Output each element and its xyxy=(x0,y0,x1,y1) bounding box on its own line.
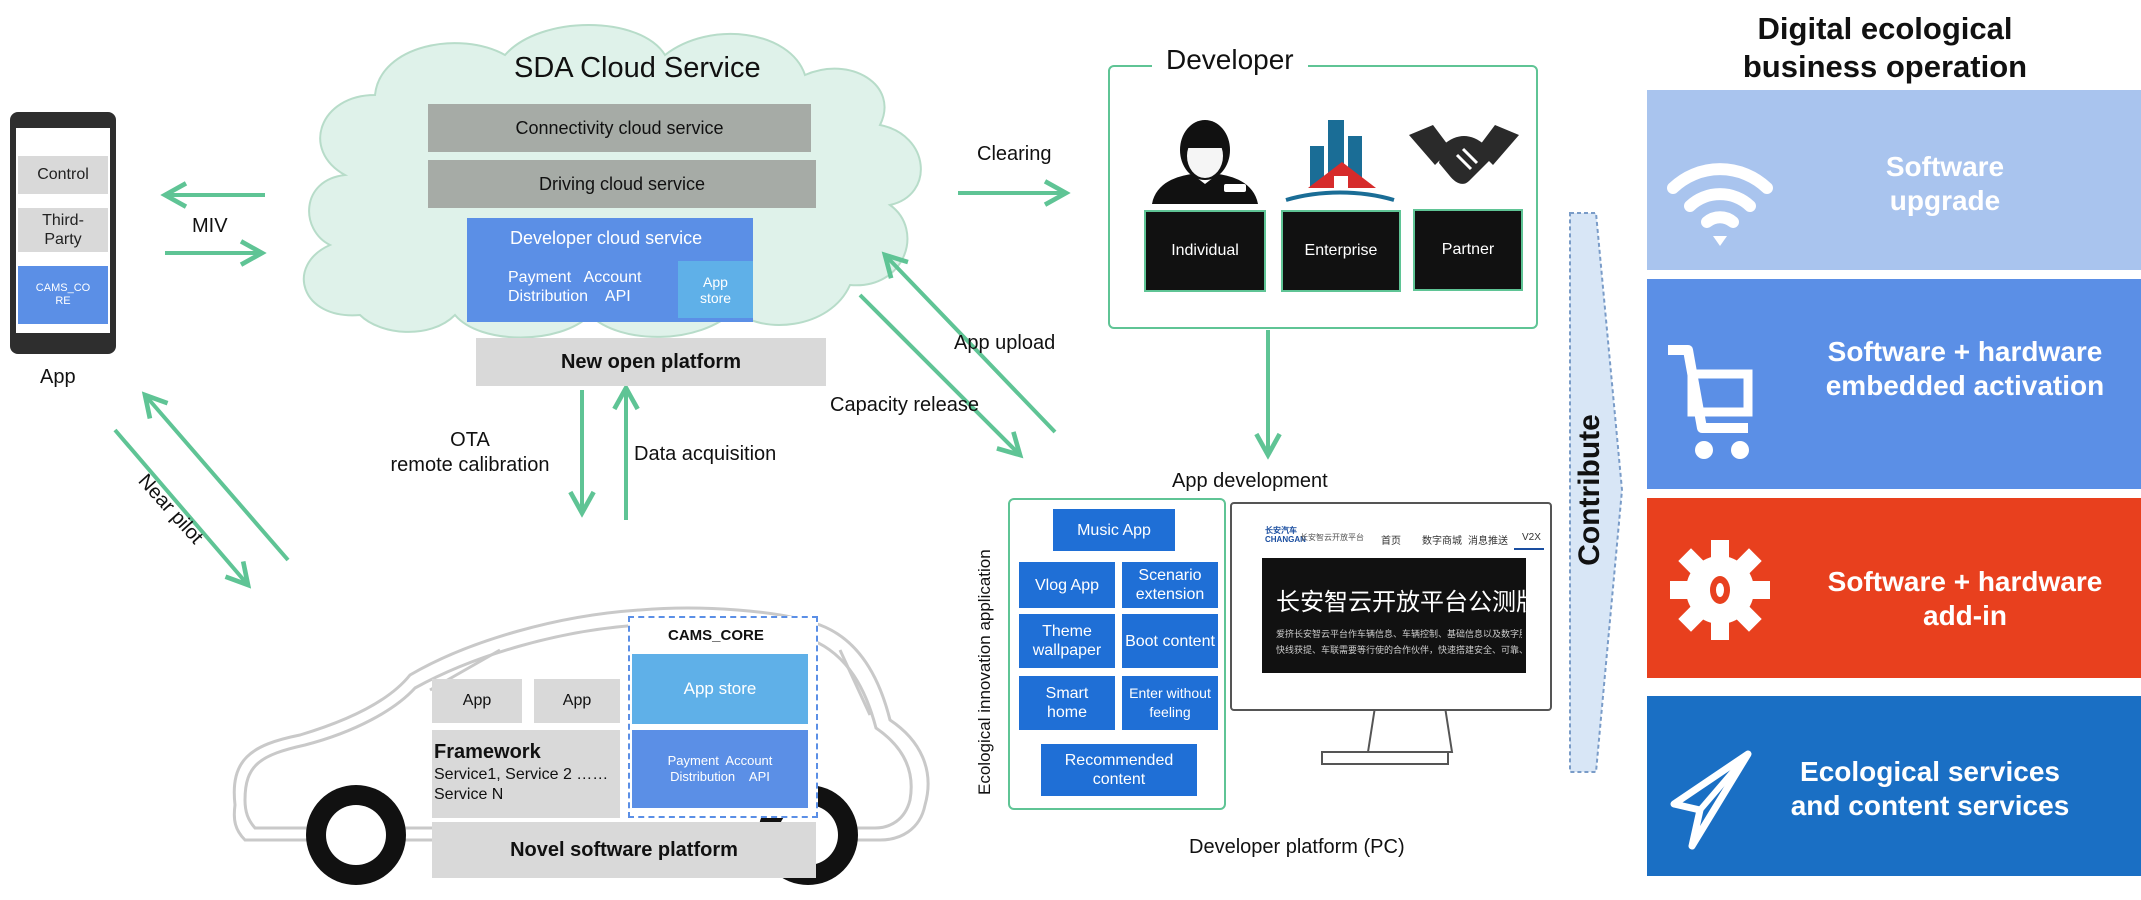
phone-third-party-item[interactable]: Third- Party xyxy=(18,208,108,252)
developer-title: Developer xyxy=(1152,44,1308,76)
contribute-chevron xyxy=(1569,212,1624,773)
new-open-platform-label: New open platform xyxy=(560,350,741,373)
monitor-headline: 长安智云开放平台公测版 xyxy=(1276,589,1540,616)
panel-embedded-activation xyxy=(1647,279,2141,489)
ota-label: OTA remote calibration xyxy=(390,429,550,476)
wifi-icon xyxy=(1667,163,1773,246)
panel-software-upgrade xyxy=(1647,90,2141,270)
flow-arrows xyxy=(113,193,1268,585)
car-app-2[interactable]: App xyxy=(534,679,620,723)
cart-icon xyxy=(1668,345,1753,459)
car-app-1-label: App xyxy=(462,692,492,709)
panel-embedded-activation-text: Software + hardware embedded activation xyxy=(1825,336,2105,401)
phone-control-label: Control xyxy=(37,166,89,183)
partner-card[interactable]: Partner xyxy=(1413,209,1523,291)
enterprise-label: Enterprise xyxy=(1304,242,1378,259)
music-app-label: Music App xyxy=(1077,521,1151,539)
panel-add-in-text: Software + hardware add-in xyxy=(1827,566,2103,631)
business-operation-title: Digital ecological business operation xyxy=(1742,11,2028,84)
monitor-body-line-1: 爱挤长安智云平台作车辆信息、车辆控制、基础信息以及数字服务的开放服务，旨在帮助 xyxy=(1276,629,1522,639)
cloud-app-store[interactable]: App store xyxy=(678,261,753,318)
recommended-content-button[interactable]: Recommended content xyxy=(1041,744,1197,796)
cams-core-title: CAMS_CORE xyxy=(668,627,764,644)
novel-software-platform-label: Novel software platform xyxy=(510,838,738,861)
ecological-innovation-label: Ecological innovation application xyxy=(975,549,994,795)
scenario-extension-button[interactable]: Scenario extension xyxy=(1122,562,1218,608)
person-icon xyxy=(1152,120,1258,204)
cloud-app-store-label: App store xyxy=(699,273,732,306)
recommended-content-label: Recommended content xyxy=(1064,752,1174,788)
monitor-nav-messages[interactable]: 消息推送 xyxy=(1468,536,1508,547)
monitor-nav-v2x[interactable]: V2X xyxy=(1522,532,1541,543)
partner-label: Partner xyxy=(1441,241,1495,258)
connectivity-cloud-service[interactable]: Connectivity cloud service xyxy=(428,104,811,152)
data-acquisition-label: Data acquisition xyxy=(634,443,777,465)
smart-home-button[interactable]: Smart home xyxy=(1019,676,1115,730)
contribute-label: Contribute xyxy=(1572,414,1606,566)
panel-software-upgrade-text: Software upgrade xyxy=(1885,151,2005,216)
music-app-button[interactable]: Music App xyxy=(1053,509,1175,551)
theme-wallpaper-button[interactable]: Theme wallpaper xyxy=(1019,614,1115,668)
theme-wallpaper-label: Theme wallpaper xyxy=(1032,623,1102,659)
monitor-logo: 长安汽车 CHANGAN xyxy=(1265,526,1306,544)
app-development-title: App development xyxy=(1172,470,1328,492)
driving-label: Driving cloud service xyxy=(538,173,706,194)
developer-cloud-label: Developer cloud service xyxy=(510,228,703,248)
cloud-title: SDA Cloud Service xyxy=(514,52,761,84)
enter-without-feeling-button[interactable]: Enter without feeling xyxy=(1122,676,1218,730)
enter-without-feeling-label: Enter without feeling xyxy=(1129,685,1211,720)
cams-app-store[interactable]: App store xyxy=(632,654,808,724)
monitor-stand xyxy=(1321,706,1454,765)
boot-content-button[interactable]: Boot content xyxy=(1122,614,1218,668)
panel-ecological-services-text: Ecological services and content services xyxy=(1790,756,2070,821)
vlog-app-button[interactable]: Vlog App xyxy=(1019,562,1115,608)
monitor-body-line-2: 快线获提、车联需要等行使的合作伙伴，快速搭建安全、可靠、高用性车联网平台 xyxy=(1276,645,1522,655)
phone-caption: App xyxy=(40,366,76,388)
phone-control-item[interactable]: Control xyxy=(18,156,108,194)
vlog-app-label: Vlog App xyxy=(1034,576,1100,594)
enterprise-card[interactable]: Enterprise xyxy=(1281,210,1401,292)
car-app-1[interactable]: App xyxy=(432,679,522,723)
monitor-nav-underline xyxy=(1514,548,1544,550)
individual-card[interactable]: Individual xyxy=(1144,210,1266,292)
phone-third-party-label: Third- Party xyxy=(42,212,84,248)
individual-label: Individual xyxy=(1171,242,1239,259)
phone-cams-core-label: CAMS_CO RE xyxy=(35,282,91,307)
framework-services: Service1, Service 2 …… Service N xyxy=(434,766,609,803)
smart-home-label: Smart home xyxy=(1045,685,1089,721)
developer-platform-caption: Developer platform (PC) xyxy=(1189,836,1405,858)
app-upload-label: App upload xyxy=(954,332,1056,354)
car-app-2-label: App xyxy=(562,692,592,709)
cams-payment-label: Payment Account Distribution API xyxy=(667,753,773,784)
boot-content-label: Boot content xyxy=(1125,632,1215,650)
paper-plane-icon xyxy=(1670,750,1752,850)
monitor-nav-mall[interactable]: 数字商城 xyxy=(1422,536,1462,547)
contribute-label-wrap: Contribute xyxy=(1510,414,1670,566)
framework-title: Framework xyxy=(434,741,541,763)
cams-payment[interactable]: Payment Account Distribution API xyxy=(632,730,808,808)
monitor-nav-home[interactable]: 首页 xyxy=(1381,536,1401,547)
connectivity-label: Connectivity cloud service xyxy=(515,117,724,138)
handshake-icon xyxy=(1409,125,1519,184)
monitor-banner xyxy=(1262,558,1526,673)
monitor-site-name: 长安智云开放平台 xyxy=(1300,533,1364,542)
driving-cloud-service[interactable]: Driving cloud service xyxy=(428,160,816,208)
developer-cloud-payment: Payment Account Distribution API xyxy=(508,269,642,305)
enterprise-icon xyxy=(1285,120,1395,202)
miv-label: MIV xyxy=(192,215,228,237)
new-open-platform[interactable]: New open platform xyxy=(476,338,826,386)
capacity-release-label: Capacity release xyxy=(830,394,979,416)
phone-cams-core-item[interactable]: CAMS_CO RE xyxy=(18,266,108,324)
novel-software-platform[interactable]: Novel software platform xyxy=(432,822,816,878)
framework-box xyxy=(432,730,620,818)
gear-icon xyxy=(1670,540,1770,640)
clearing-label: Clearing xyxy=(977,143,1052,165)
scenario-extension-label: Scenario extension xyxy=(1135,567,1205,603)
cams-app-store-label: App store xyxy=(683,679,757,698)
